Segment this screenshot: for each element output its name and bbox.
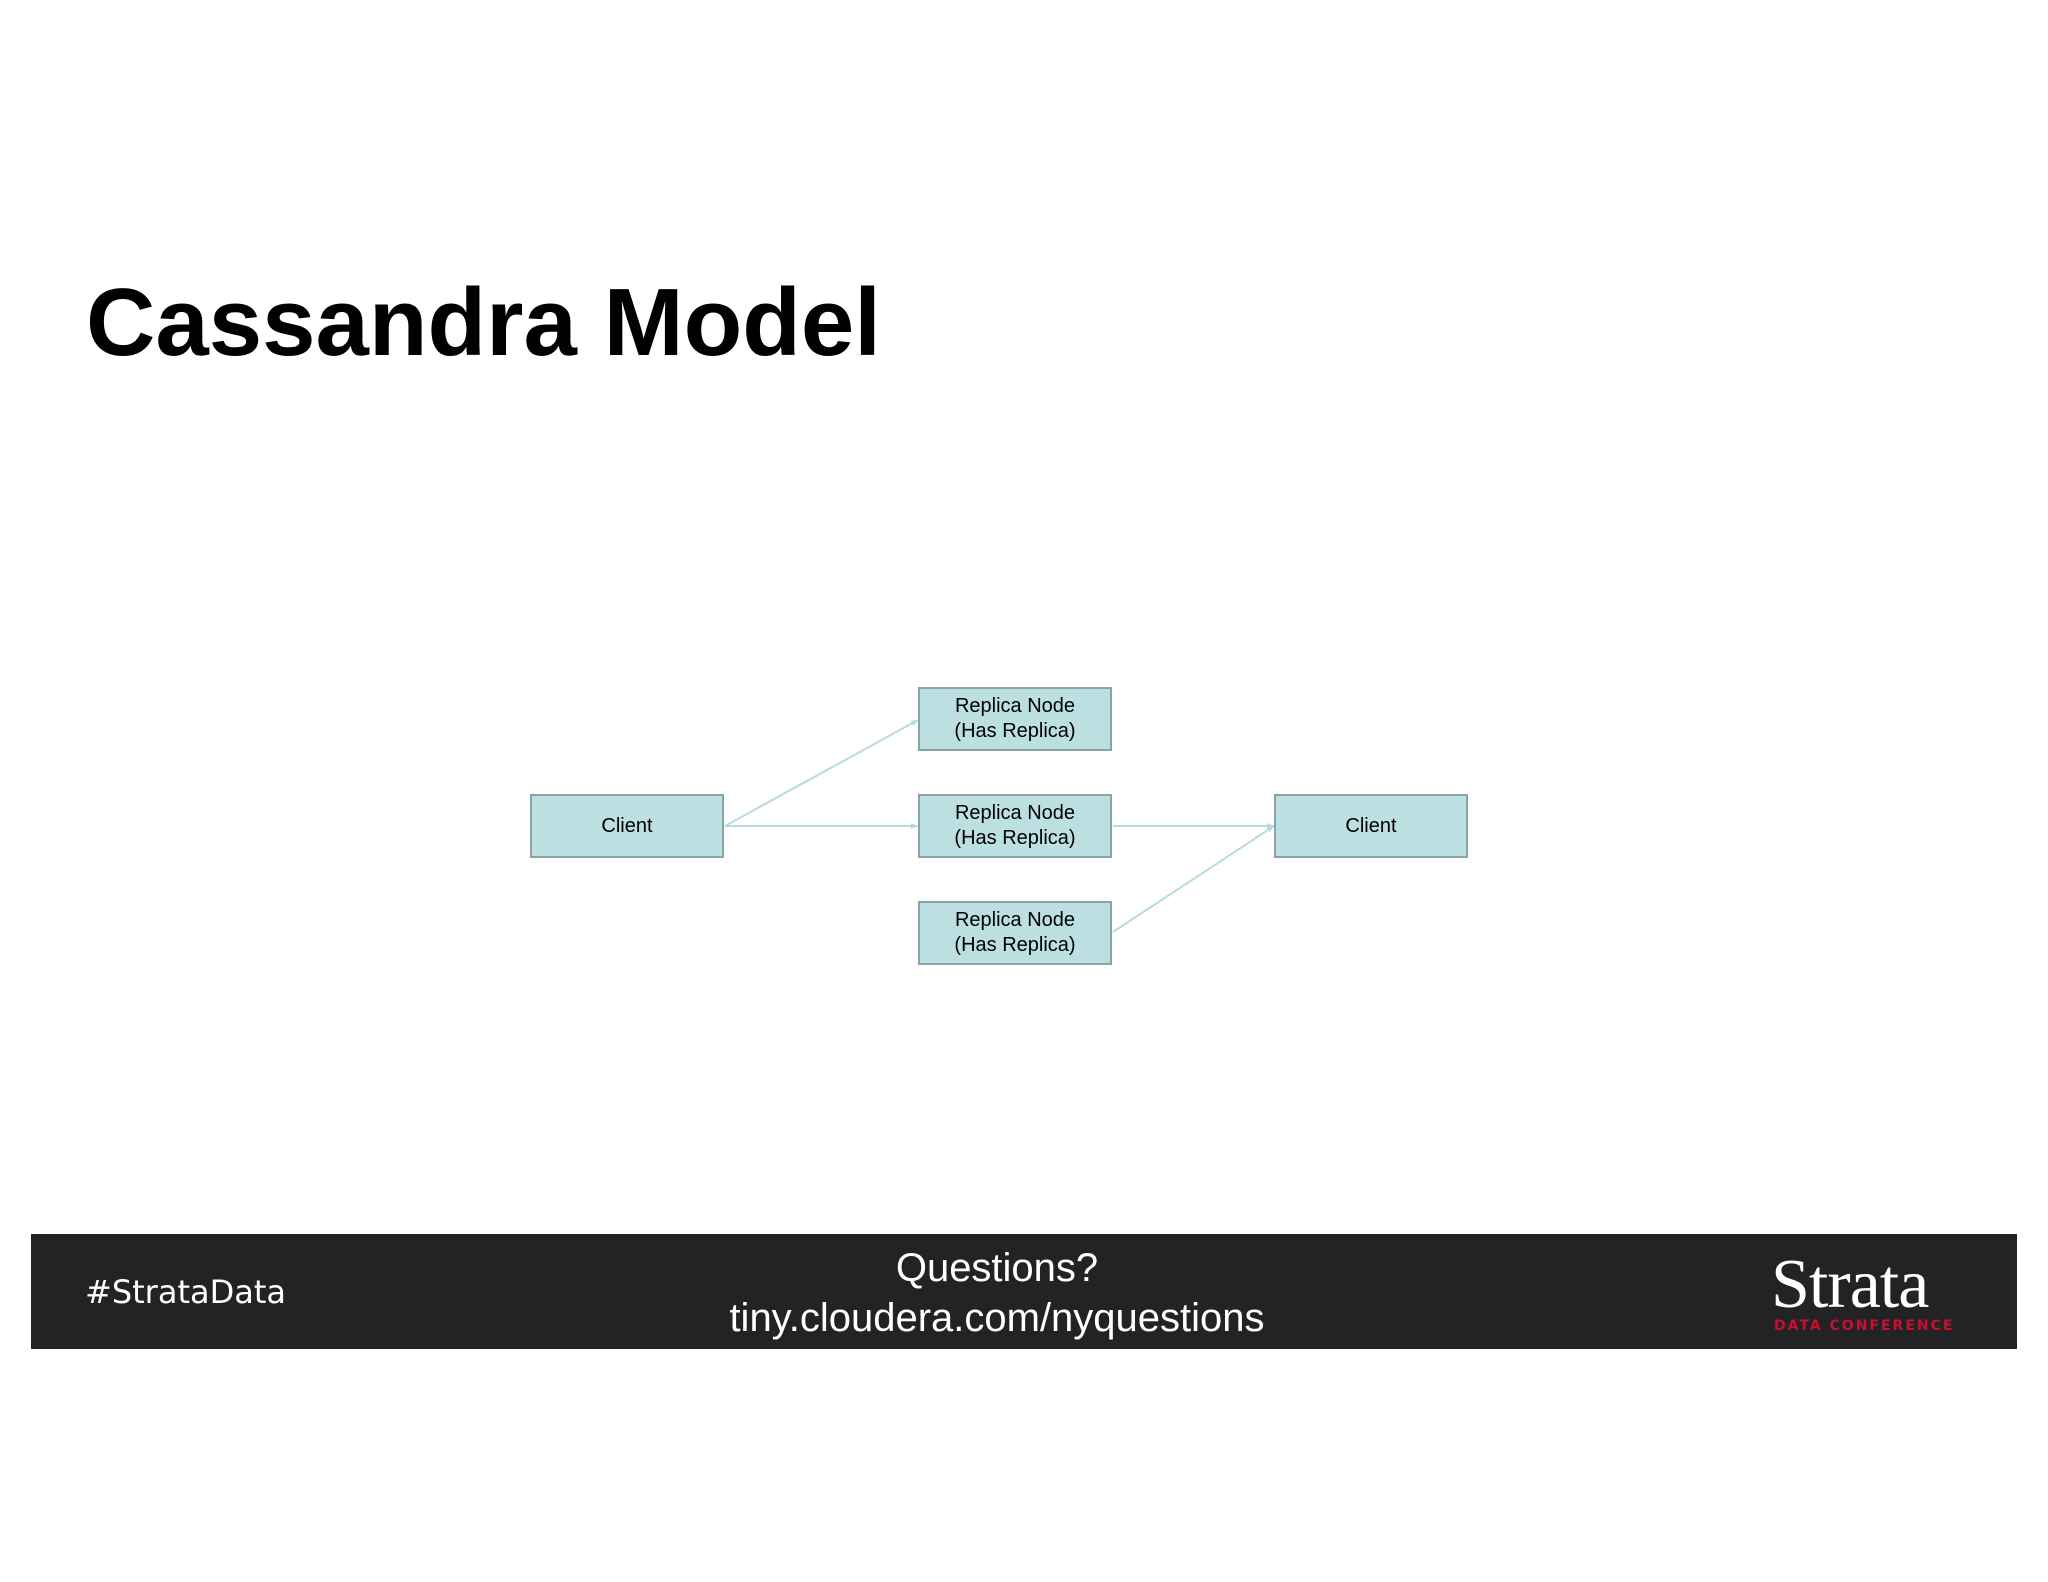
questions-link[interactable]: tiny.cloudera.com/nyquestions bbox=[729, 1296, 1265, 1340]
hashtag-label: #StrataData bbox=[85, 1273, 286, 1311]
slide-title: Cassandra Model bbox=[86, 269, 881, 376]
logo-subtitle: DATA CONFERENCE bbox=[1774, 1318, 1955, 1334]
footer-bar: #StrataData Questions? tiny.cloudera.com… bbox=[31, 1234, 2017, 1349]
client-node-right: Client bbox=[1274, 794, 1468, 858]
node-label: Client bbox=[1345, 814, 1397, 837]
node-sublabel: (Has Replica) bbox=[954, 720, 1076, 742]
questions-heading: Questions? bbox=[895, 1246, 1099, 1290]
node-label: Replica Node bbox=[954, 802, 1076, 824]
node-sublabel: (Has Replica) bbox=[954, 827, 1076, 849]
strata-logo: Strata DATA CONFERENCE bbox=[1771, 1250, 1991, 1338]
edge-replica-bottom-to-client bbox=[1112, 825, 1275, 933]
logo-wordmark: Strata bbox=[1771, 1246, 1929, 1323]
node-label: Client bbox=[601, 814, 653, 837]
edge-client-to-replica-top bbox=[724, 719, 919, 827]
replica-node-middle: Replica Node (Has Replica) bbox=[918, 794, 1112, 858]
node-label: Replica Node bbox=[954, 695, 1076, 717]
node-sublabel: (Has Replica) bbox=[954, 934, 1076, 956]
replica-node-bottom: Replica Node (Has Replica) bbox=[918, 901, 1112, 965]
replica-node-top: Replica Node (Has Replica) bbox=[918, 687, 1112, 751]
node-label: Replica Node bbox=[954, 909, 1076, 931]
client-node-left: Client bbox=[530, 794, 724, 858]
